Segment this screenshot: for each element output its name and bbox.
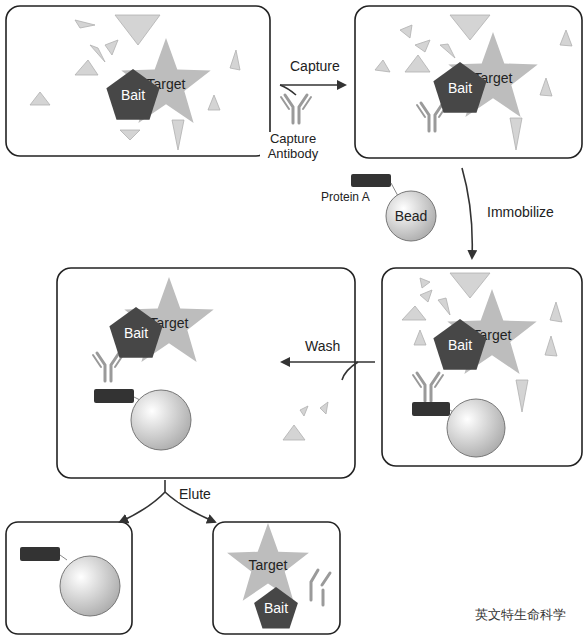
arrow-label: Immobilize <box>486 204 555 220</box>
arrow-label: Wash <box>304 338 341 354</box>
bait-pentagon: Bait <box>107 304 165 362</box>
arrow-label: Elute <box>178 486 212 502</box>
node-label: Bait <box>124 325 148 341</box>
node-label: Bait <box>264 600 288 616</box>
node-label: Bait <box>448 337 472 353</box>
bait-pentagon: Bait <box>431 59 489 117</box>
node-label: Bait <box>121 87 145 103</box>
node-label: Target <box>249 557 288 573</box>
bait-pentagon: Bait <box>252 584 300 632</box>
reagent-label: Capture Antibody <box>260 132 326 162</box>
bead-circle: Bead <box>385 190 437 242</box>
bait-pentagon: Bait <box>431 316 489 374</box>
arrow-label: Capture <box>289 58 341 74</box>
reagent-label: Protein A <box>320 190 371 204</box>
node-label: Bait <box>448 80 472 96</box>
watermark: 英文特生命科学 <box>474 606 567 624</box>
bait-pentagon: Bait <box>104 66 162 124</box>
node-label: Bead <box>395 208 428 224</box>
